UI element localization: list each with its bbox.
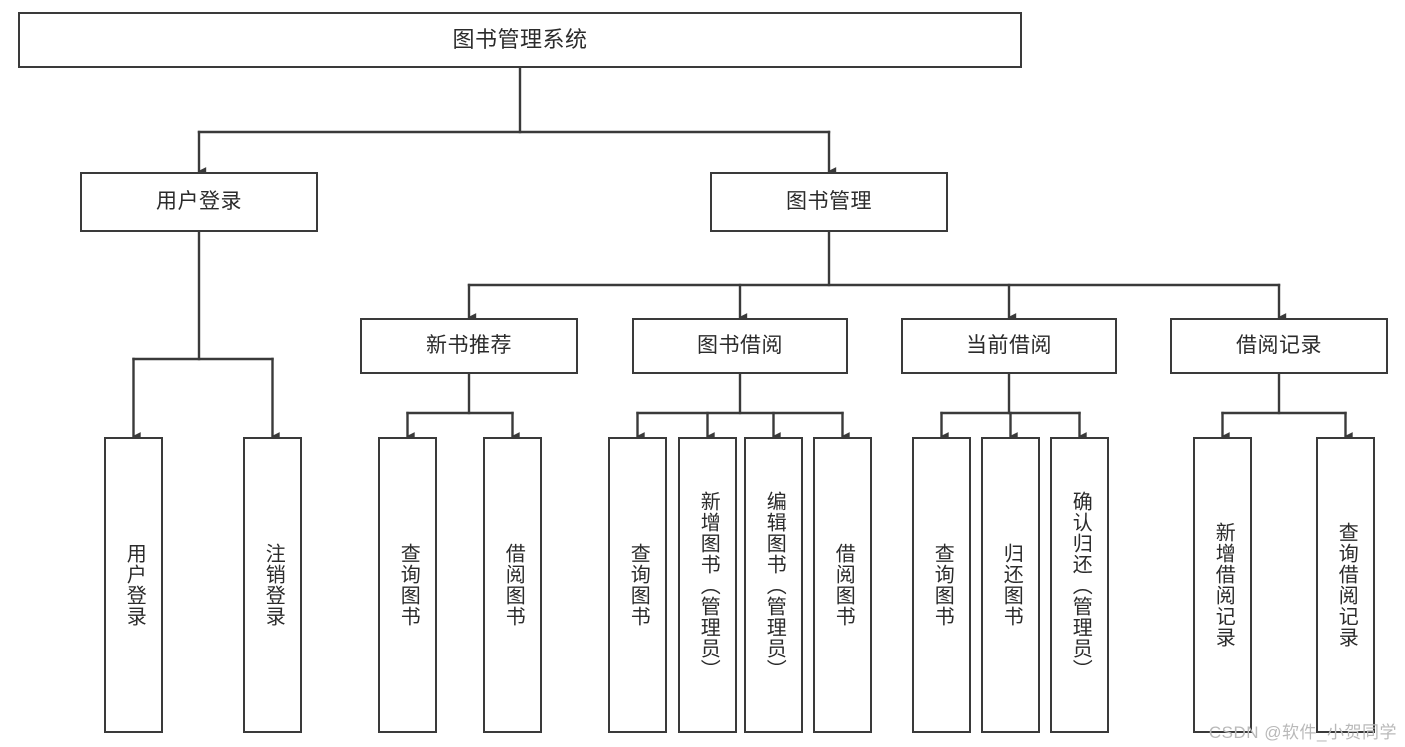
node-leaf-rec-query[interactable]: 查询图书 xyxy=(378,437,437,733)
node-label: 归还图书 xyxy=(1000,543,1023,627)
node-label: 查询图书 xyxy=(931,543,954,627)
node-label: 查询图书 xyxy=(627,543,650,627)
node-label: 确认归还（管理员） xyxy=(1069,490,1092,680)
node-label: 查询借阅记录 xyxy=(1335,522,1358,648)
node-label: 借阅图书 xyxy=(832,543,855,627)
node-leaf-bb-query[interactable]: 查询图书 xyxy=(608,437,667,733)
node-leaf-bb-add[interactable]: 新增图书（管理员） xyxy=(678,437,737,733)
node-root[interactable]: 图书管理系统 xyxy=(18,12,1022,68)
node-label: 用户登录 xyxy=(156,189,242,213)
node-leaf-cb-return[interactable]: 归还图书 xyxy=(981,437,1040,733)
node-book-borrow[interactable]: 图书借阅 xyxy=(632,318,848,374)
node-leaf-rec-borrow[interactable]: 借阅图书 xyxy=(483,437,542,733)
node-label: 当前借阅 xyxy=(966,333,1052,357)
node-label: 借阅记录 xyxy=(1236,333,1322,357)
node-book-manage[interactable]: 图书管理 xyxy=(710,172,948,232)
node-label: 编辑图书（管理员） xyxy=(763,490,786,680)
node-leaf-user-logout[interactable]: 注销登录 xyxy=(243,437,302,733)
node-label: 借阅图书 xyxy=(502,543,525,627)
node-leaf-br-add[interactable]: 新增借阅记录 xyxy=(1193,437,1252,733)
node-new-book-rec[interactable]: 新书推荐 xyxy=(360,318,578,374)
node-borrow-record[interactable]: 借阅记录 xyxy=(1170,318,1388,374)
node-leaf-bb-borrow[interactable]: 借阅图书 xyxy=(813,437,872,733)
node-label: 查询图书 xyxy=(397,543,420,627)
node-leaf-cb-confirm[interactable]: 确认归还（管理员） xyxy=(1050,437,1109,733)
node-label: 新增图书（管理员） xyxy=(697,490,720,680)
node-label: 图书借阅 xyxy=(697,333,783,357)
node-leaf-cb-query[interactable]: 查询图书 xyxy=(912,437,971,733)
node-label: 注销登录 xyxy=(262,543,285,627)
node-label: 新书推荐 xyxy=(426,333,512,357)
watermark-text: CSDN @软件_小贺同学 xyxy=(1208,723,1397,742)
node-label: 新增借阅记录 xyxy=(1212,522,1235,648)
node-leaf-br-query[interactable]: 查询借阅记录 xyxy=(1316,437,1375,733)
node-leaf-bb-edit[interactable]: 编辑图书（管理员） xyxy=(744,437,803,733)
node-label: 图书管理系统 xyxy=(452,27,588,53)
node-leaf-user-login[interactable]: 用户登录 xyxy=(104,437,163,733)
node-user-login[interactable]: 用户登录 xyxy=(80,172,318,232)
node-label: 用户登录 xyxy=(123,543,146,627)
node-label: 图书管理 xyxy=(786,189,872,213)
node-current-borrow[interactable]: 当前借阅 xyxy=(901,318,1117,374)
